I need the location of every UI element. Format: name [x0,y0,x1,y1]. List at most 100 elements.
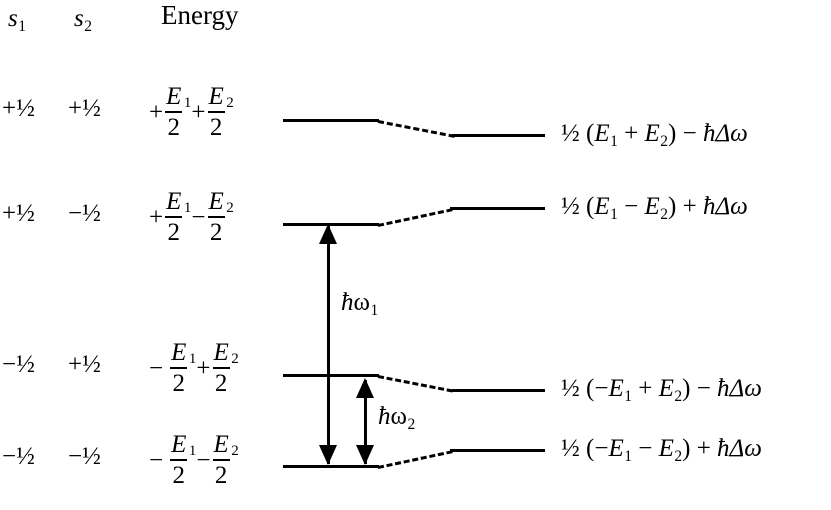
row-2-right-label-term1: E [594,193,610,220]
row-4-fraction-2-numerator-subscript: 2 [231,443,239,460]
row-4-right-label-term1: E [608,435,624,462]
row-1-expr-sign-2: + [191,98,206,126]
row-3-right-label: ½ (−E1 + E2) − ħΔω [561,376,762,404]
column-header-energy: Energy [161,0,239,30]
row-2-right-label-half: ½ [561,193,580,220]
row-1-fraction-2-numerator-subscript: 2 [226,95,234,112]
row-1-fraction-1-denominator: 2 [167,113,181,141]
row-2-fraction-2-numerator-symbol: E [208,188,224,215]
row-3-s2-value: +½ [68,351,101,378]
row-4-right-label-term1-sub: 1 [624,447,632,465]
row-2-s1-value: +½ [2,200,35,227]
transition-omega-1-label: ħω1 [341,290,378,318]
transition-omega-2-label: ħω2 [378,404,415,432]
row-4-right-label-term2-sub: 2 [674,447,683,465]
row-2-right-label-term2: E [644,193,660,220]
transition-omega-2-omega: ω [390,403,407,430]
row-3-right-label-half: ½ [561,375,580,402]
row-3-right-label-term1-sub: 1 [624,387,632,405]
row-2-right-label-open: ( [586,193,595,220]
row-3-right-label-term2: E [658,375,674,402]
transition-omega-1-shaft [326,226,330,464]
row-1-right-label-half: ½ [561,120,580,147]
transition-omega-2-arrowhead-down [356,445,374,465]
row-3-right-label-term1: E [608,375,624,402]
row-4-right-label-inner-op: − [638,435,653,462]
transition-omega-1-arrowhead-down [319,445,337,465]
row-4-right-label-half: ½ [561,435,580,462]
row-4-right-label-close: ) [682,435,691,462]
row-2-fraction-1-numerator-subscript: 1 [183,200,192,217]
row-2-right-label-outer-op: + [682,193,697,220]
row-3-fraction-1-numerator-symbol: E [171,339,187,366]
row-4-fraction-2-numerator-symbol: E [213,431,229,458]
row-2-right-label-inner-op: − [624,193,639,220]
column-header-s1-subscript: 1 [18,17,26,35]
row-1-right-label: ½ (E1 + E2) − ħΔω [561,121,748,149]
row-4-fraction-1-numerator-symbol: E [171,431,187,458]
column-header-s1-symbol: s [8,5,18,32]
transition-omega-1-omega: ω [353,289,370,316]
transition-omega-1-hbar: ħ [341,289,354,316]
row-4-fraction-1-numerator-subscript: 1 [188,443,197,460]
row-4-right-label-open: (− [586,435,609,462]
row-1-right-label-close: ) [668,120,677,147]
row-2-right-label-close: ) [668,193,677,220]
row-3-level-connector-dashed [377,375,453,393]
row-1-level-connector-dashed [377,120,455,138]
row-2-s2-value: −½ [68,200,101,227]
row-3-right-label-open: (− [586,375,609,402]
row-2-fraction-2-numerator-subscript: 2 [226,200,234,217]
row-2-level-connector-dashed [377,208,453,227]
transition-omega-2-subscript: 2 [407,415,416,433]
row-1-level-line-left [283,119,379,122]
row-3-right-label-term2-sub: 2 [674,387,683,405]
row-3-fraction-1-denominator: 2 [172,369,186,397]
column-header-s1: s1 [8,6,26,34]
row-3-right-label-correction: ħΔω [717,375,762,402]
row-3-right-label-outer-op: − [696,375,711,402]
row-2-right-label-correction: ħΔω [702,193,748,220]
row-1-fraction-2-denominator: 2 [209,113,223,141]
row-2-level-line-right [450,207,545,210]
transition-omega-1-subscript: 1 [370,301,379,319]
row-3-level-line-left [283,374,379,377]
row-4-s1-value: −½ [2,443,35,470]
row-1-fraction-1-numerator-subscript: 1 [183,95,192,112]
row-2-right-label: ½ (E1 − E2) + ħΔω [561,194,748,222]
row-1-right-label-open: ( [586,120,595,147]
row-1-right-label-term2: E [644,120,660,147]
column-header-s2-subscript: 2 [84,17,92,35]
row-2-expr-sign-2: − [191,203,206,231]
row-1-fraction-1-numerator-symbol: E [166,83,182,110]
row-4-level-connector-dashed [377,450,453,469]
row-2-right-label-term2-sub: 2 [660,205,668,223]
row-4-s2-value: −½ [68,443,101,470]
row-3-fraction-2-numerator-subscript: 2 [231,351,239,368]
row-3-expr-sign-1: − [149,354,164,382]
row-1-right-label-term1-sub: 1 [610,132,618,150]
row-1-level-line-right [452,134,545,137]
row-4-fraction-1-denominator: 2 [172,461,186,489]
row-1-right-label-term2-sub: 2 [660,132,668,150]
row-2-expr-sign-1: + [149,203,164,231]
column-header-s2: s2 [74,6,92,34]
row-1-fraction-2-numerator-symbol: E [208,83,224,110]
